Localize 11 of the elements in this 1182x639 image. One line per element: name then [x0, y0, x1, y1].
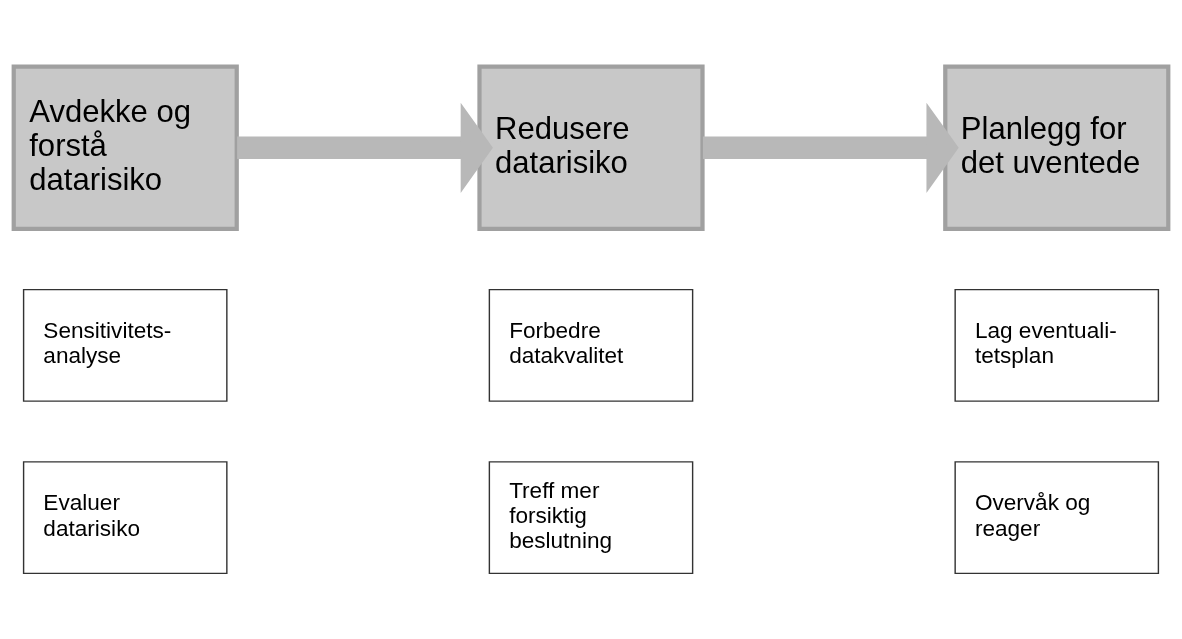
node-box: Treff mer forsiktig beslutning — [488, 460, 694, 574]
arrow — [237, 102, 493, 193]
node-box: Lag eventuali- tetsplan — [954, 288, 1160, 402]
node-box: Overvåk og reager — [954, 460, 1160, 574]
node-box: Evaluer datarisiko — [22, 460, 228, 574]
node-box: Sensitivitets- analyse — [22, 288, 228, 402]
node-box: Forbedre datakvalitet — [488, 288, 694, 402]
node-box: Planlegg for det uventede — [943, 64, 1171, 231]
arrow — [702, 102, 959, 193]
node-box: Avdekke og forstå datarisiko — [11, 64, 239, 231]
node-box: Redusere datarisiko — [477, 64, 705, 231]
